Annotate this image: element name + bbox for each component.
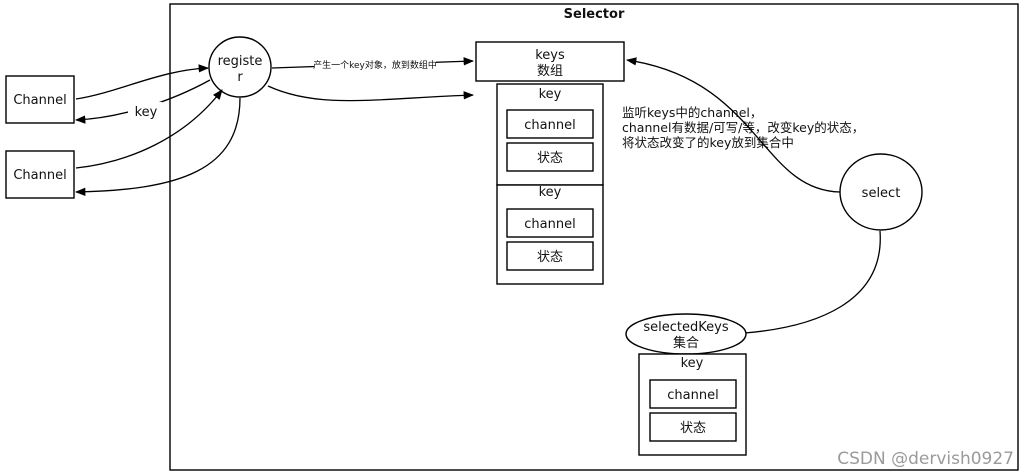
selected-keys-node: selectedKeys 集合 — [625, 313, 747, 355]
keys-array-label-line1: keys — [535, 48, 565, 63]
key-item-channel: channel — [667, 388, 718, 403]
selected-key-item: key channel 状态 — [638, 353, 747, 456]
key-item-channel: channel — [524, 118, 575, 133]
key-item-2: key channel 状态 — [496, 184, 604, 285]
channel-node-1: Channel — [5, 75, 75, 124]
watermark: CSDN @dervish0927 — [837, 449, 1014, 469]
annotation-line-1: 监听keys中的channel， — [622, 105, 762, 120]
edge-channel2-to-register — [75, 89, 223, 169]
selector-title: Selector — [564, 7, 625, 22]
select-node: select — [839, 153, 923, 231]
register-node: registe r — [208, 36, 272, 98]
selected-keys-label-line2: 集合 — [673, 335, 699, 351]
edge-produce-key-label: 产生一个key对象，放到数组中 — [313, 59, 437, 71]
keys-array-header: keys 数组 — [475, 41, 625, 82]
select-label: select — [862, 186, 901, 201]
selected-keys-label-line1: selectedKeys — [643, 320, 728, 335]
channel-label: Channel — [13, 93, 66, 108]
register-label-line2: r — [237, 70, 243, 85]
key-item-state: 状态 — [537, 151, 563, 166]
register-label-line1: registe — [218, 54, 263, 69]
edge-channel1-to-register — [75, 64, 210, 100]
key-item-channel: channel — [524, 217, 575, 232]
key-label-bg — [128, 102, 162, 120]
produce-key-label-bg — [314, 58, 436, 70]
edge-key-label: key — [135, 105, 158, 120]
annotation-line-2: channel有数据/可写/等，改变key的状态， — [622, 120, 864, 135]
key-item-header: key — [539, 87, 562, 102]
annotation-line-3: 将状态改变了的key放到集合中 — [622, 135, 794, 150]
key-item-1: key channel 状态 — [496, 83, 604, 186]
select-annotation: 监听keys中的channel， channel有数据/可写/等，改变key的状… — [622, 105, 864, 150]
key-item-header: key — [681, 356, 704, 371]
key-item-header: key — [539, 185, 562, 200]
edge-register-to-channel2 — [74, 97, 241, 196]
key-item-state: 状态 — [680, 421, 706, 436]
channel-label: Channel — [13, 168, 66, 183]
edge-register-to-keys-bottom — [267, 85, 475, 102]
edge-select-to-keys — [625, 57, 841, 193]
channel-node-2: Channel — [5, 150, 75, 199]
key-item-state: 状态 — [537, 250, 563, 265]
keys-array-label-line2: 数组 — [537, 64, 563, 79]
edge-select-to-selected-keys — [726, 230, 881, 338]
